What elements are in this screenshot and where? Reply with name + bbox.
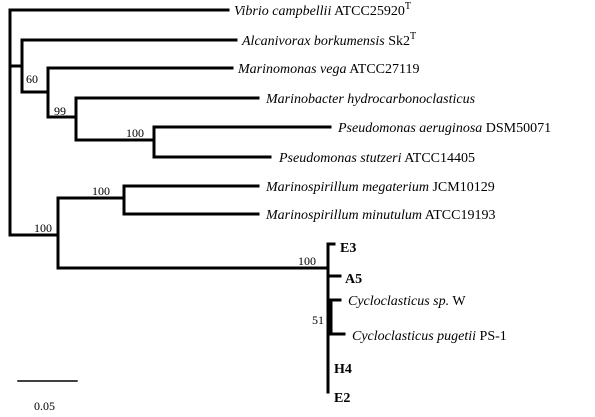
- isolate-label: H4: [334, 362, 352, 377]
- taxon-label: Marinospirillum megaterium JCM10129: [265, 180, 495, 195]
- taxon-label: Vibrio campbellii ATCC25920T: [234, 1, 411, 19]
- taxon-label: Pseudomonas aeruginosa DSM50071: [337, 121, 551, 136]
- bootstrap-value: 60: [26, 72, 38, 86]
- bootstrap-value: 51: [312, 313, 324, 327]
- taxon-label: Marinospirillum minutulum ATCC19193: [265, 208, 495, 223]
- taxon-label: Alcanivorax borkumensis Sk2T: [241, 31, 416, 49]
- scale-bar-label: 0.05: [34, 399, 55, 413]
- bootstrap-value: 100: [34, 221, 52, 235]
- taxon-label: Cycloclasticus sp. W: [348, 294, 466, 309]
- taxon-label: Marinomonas vega ATCC27119: [237, 62, 420, 77]
- bootstrap-value: 99: [54, 104, 66, 118]
- bootstrap-value: 100: [126, 126, 144, 140]
- taxon-label: Marinobacter hydrocarbonoclasticus: [265, 92, 476, 107]
- isolate-label: A5: [345, 272, 362, 287]
- taxon-label: Pseudomonas stutzeri ATCC14405: [278, 151, 475, 166]
- bootstrap-value: 100: [298, 254, 316, 268]
- taxon-label: Cycloclasticus pugetii PS-1: [352, 329, 507, 344]
- bootstrap-value: 100: [92, 184, 110, 198]
- isolate-label: E3: [340, 241, 356, 256]
- isolate-label: E2: [334, 391, 350, 406]
